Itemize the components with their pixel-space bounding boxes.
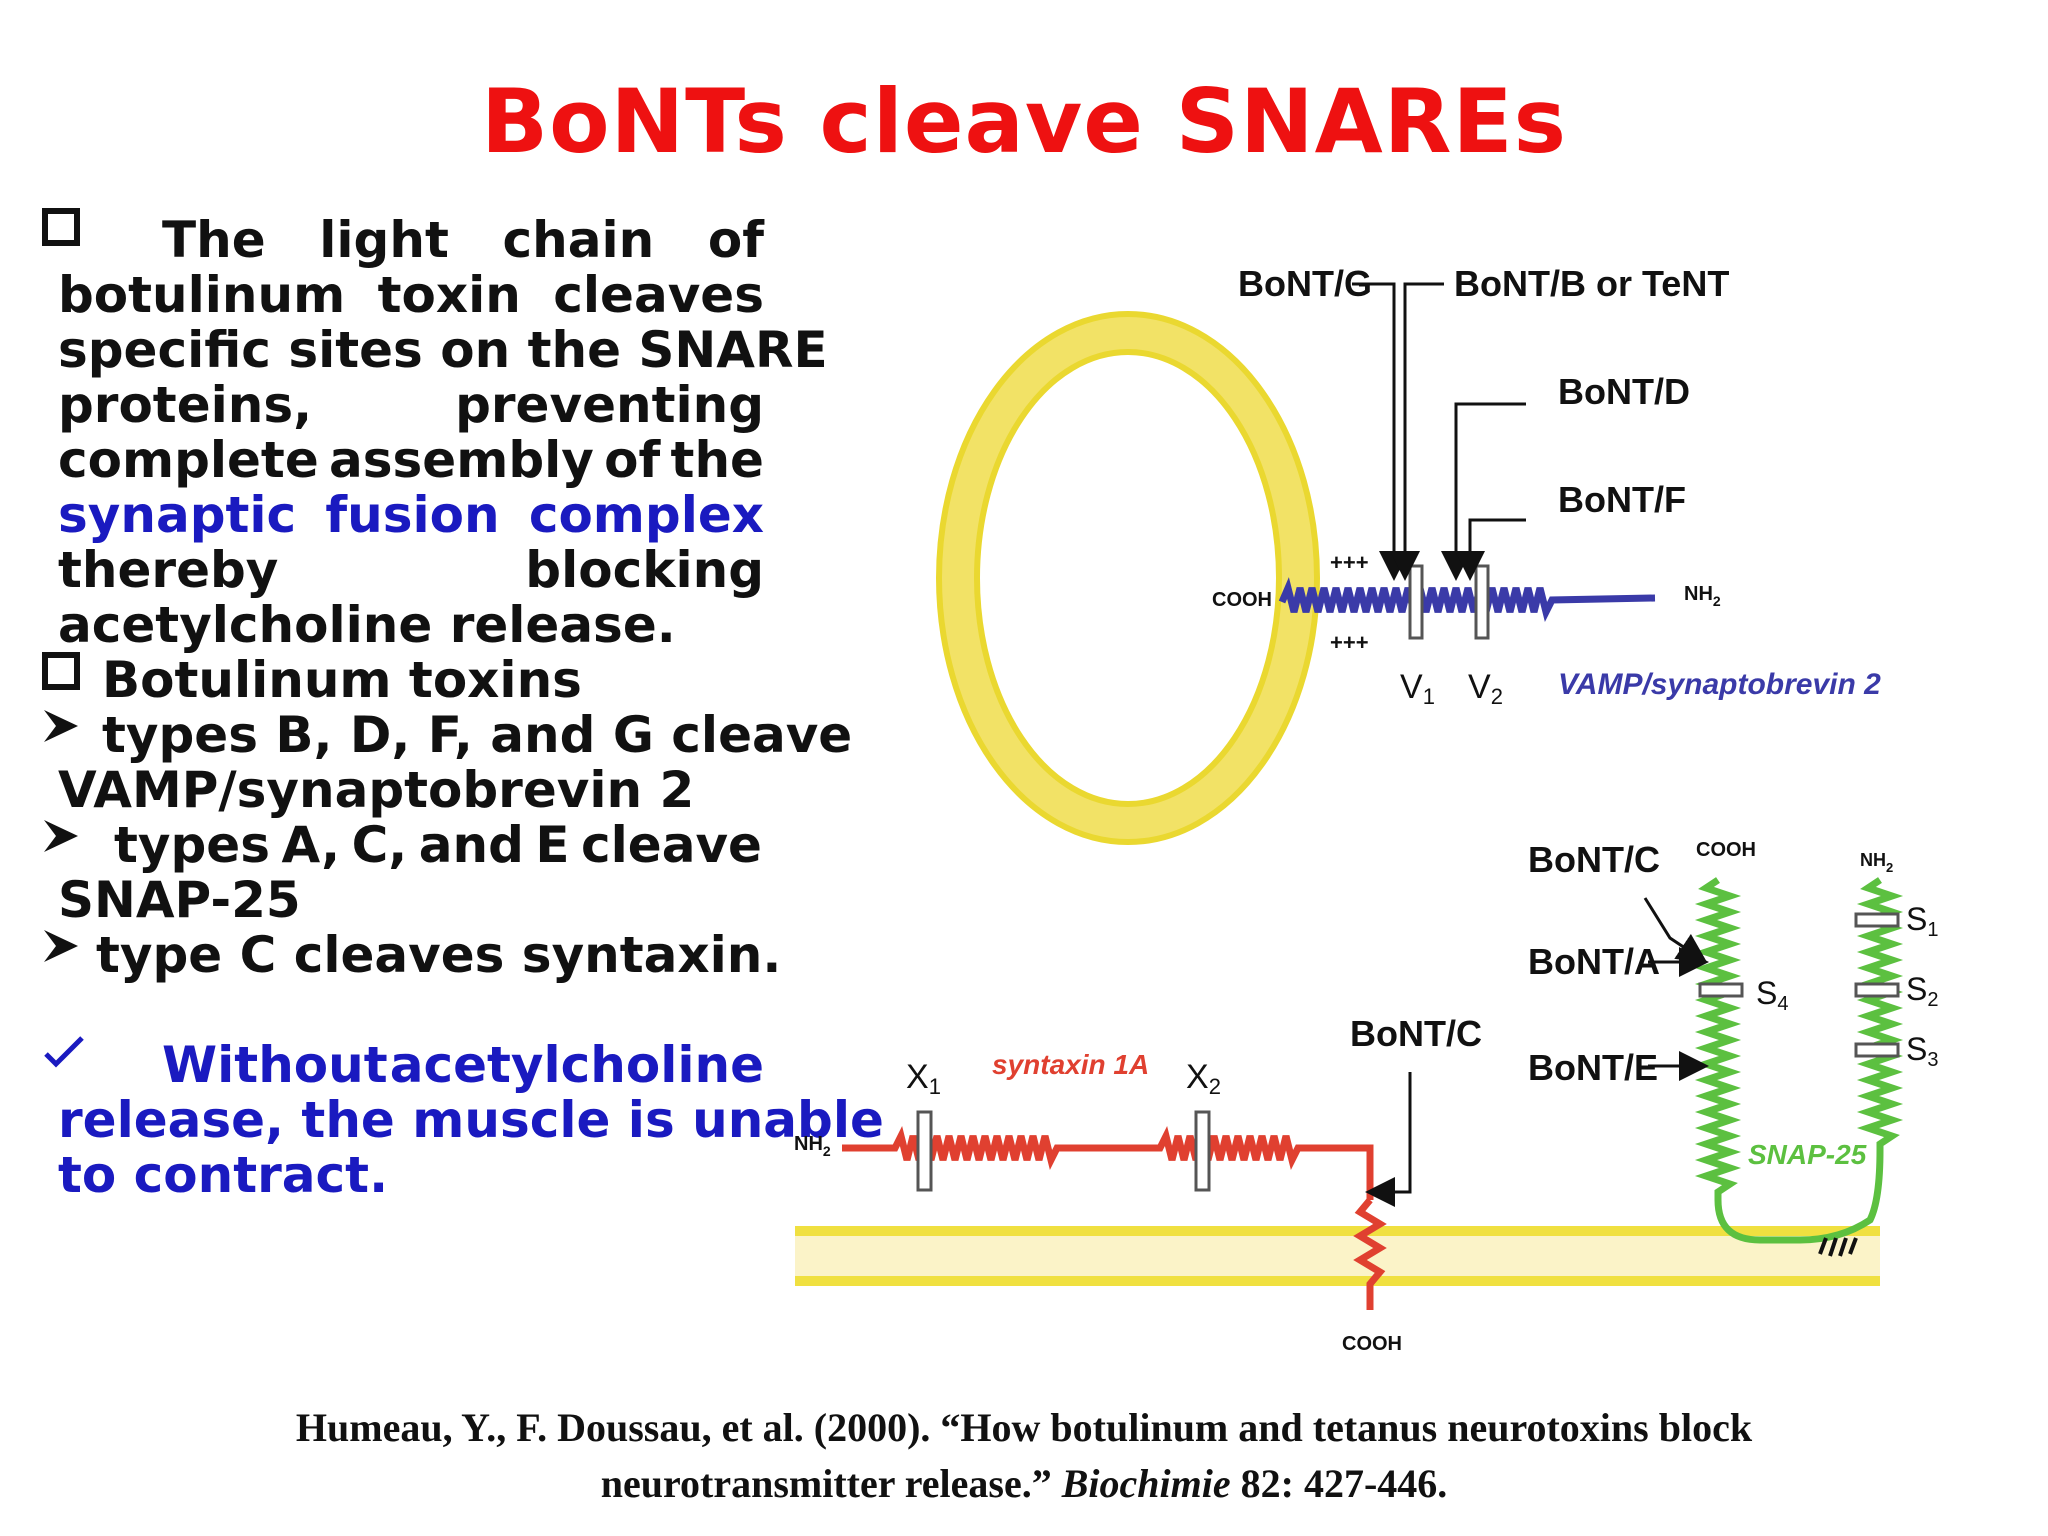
bont-f-arrow [1455,518,1526,581]
citation: Humeau, Y., F. Doussau, et al. (2000). “… [0,1400,2048,1512]
label-bont-a: BoNT/A [1528,941,1660,982]
vesicle-membrane [938,313,1318,843]
citation-line1: Humeau, Y., F. Doussau, et al. (2000). “… [295,1405,1753,1450]
syntaxin-helix [842,1125,1374,1200]
label-x2: X2 [1186,1058,1221,1099]
label-vamp-cooh: COOH [1212,589,1272,611]
bullet-bdfg: types B, D, F, and G cleave VAMP/synapto… [58,706,853,819]
p1-line2: botulinum toxin cleaves [58,266,764,324]
checkmark-icon [42,1030,86,1081]
slide-title: BoNTs cleave SNAREs [481,70,1567,173]
p1-line6: synaptic fusion complex [58,486,764,544]
snap25-s4-site [1698,982,1744,998]
citation-journal: Biochimie [1061,1461,1231,1506]
plasma-membrane-bottom [795,1276,1880,1286]
vamp-v2-site [1474,564,1490,640]
label-x1: X1 [906,1058,941,1099]
syntaxin-tm-domain [1353,1197,1387,1310]
note-muscle: Without acetylcholine release, the muscl… [58,1036,884,1204]
snap25-s3-site [1854,1042,1900,1058]
b2-line1: types A, C, and E cleave [114,816,762,874]
label-bont-d: BoNT/D [1558,371,1690,412]
snap25-s2-site [1854,982,1900,998]
plasma-membrane-top [795,1226,1880,1236]
vesicle-outer-edge [936,311,1320,845]
bont-c-syntaxin-arrow [1365,1072,1412,1207]
bont-d-arrow [1441,402,1526,581]
label-s2: S2 [1906,971,1938,1011]
arrowhead-bullet-icon [40,816,84,867]
label-syn-cooh: COOH [1342,1333,1402,1355]
palmitoyl-anchors [1818,1237,1858,1257]
snap25-s1-site [1854,912,1900,928]
vamp-v1-site [1408,564,1424,640]
checkbox-square-icon [42,652,84,705]
bont-g-arrow [1352,282,1409,581]
p1-line3: specific sites on the SNARE [58,321,828,379]
label-bont-b-tent: BoNT/B or TeNT [1454,263,1729,304]
paragraph-light-chain: The light chain of botulinum toxin cleav… [58,213,828,653]
label-vamp-nh2: NH2 [1684,583,1721,609]
label-bont-c-snap: BoNT/C [1528,839,1660,880]
bullet-ace: types A, C, and E cleave SNAP-25 [58,816,762,929]
label-plus-bottom: +++ [1330,630,1369,655]
label-snap-nh2: NH2 [1860,850,1893,875]
checkbox-square-icon [42,208,84,261]
note-line1: Without acetylcholine [162,1036,764,1094]
label-snap25-name: SNAP-25 [1748,1139,1867,1170]
label-snap-cooh: COOH [1696,839,1756,861]
label-bont-f: BoNT/F [1558,479,1686,520]
p1-line5: complete assembly of the [58,431,764,489]
p1-line8: acetylcholine release. [58,596,676,654]
syntaxin-x1-site [916,1110,933,1192]
bullet-c-syntaxin: type C cleaves syntaxin. [96,926,782,984]
label-plus-top: +++ [1330,550,1369,575]
p1-line1: The light chain of [162,211,764,269]
label-v2: V2 [1468,668,1503,709]
label-vamp-name: VAMP/synaptobrevin 2 [1558,668,1881,701]
arrowhead-bullet-icon [40,926,84,977]
syntaxin-x2-site [1194,1110,1211,1192]
label-v1: V1 [1400,668,1435,709]
label-bont-g: BoNT/G [1238,263,1372,304]
paragraph-botulinum-toxins: Botulinum toxins [102,651,582,709]
citation-line2: neurotransmitter release.” Biochimie 82:… [600,1461,1448,1506]
label-s4: S4 [1756,975,1788,1015]
vesicle-inner-edge [974,349,1282,807]
label-syn-nh2: NH2 [794,1133,831,1159]
snap25-helix-1 [1694,877,1884,1244]
plasma-membrane [795,1230,1880,1282]
arrowhead-bullet-icon [40,706,84,757]
label-bont-e: BoNT/E [1528,1047,1658,1088]
p1-line4: proteins, preventing [58,376,764,434]
p1-line7: thereby blocking [58,541,764,599]
label-bont-c-syntaxin: BoNT/C [1350,1013,1482,1054]
snare-cleavage-diagram: BoNT/G BoNT/B or TeNT BoNT/D BoNT/F +++ … [794,263,1938,1355]
label-s3: S3 [1906,1031,1938,1071]
bont-b-arrow [1390,282,1444,581]
vamp-helix [1278,577,1656,623]
label-s1: S1 [1906,901,1938,941]
label-syntaxin-name: syntaxin 1A [992,1049,1149,1080]
